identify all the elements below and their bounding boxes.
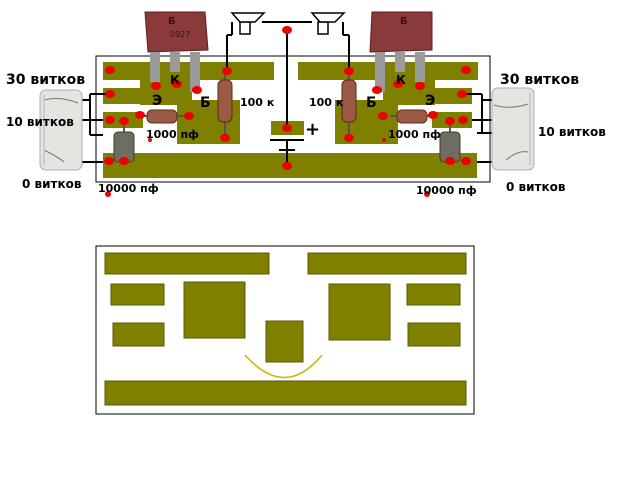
pin-emitter-right-label: Э	[425, 93, 436, 109]
transistor-left-code: 0927	[170, 30, 190, 39]
pin-base-right-label: Б	[366, 95, 377, 111]
pin-collector-left-label: К	[170, 73, 180, 87]
transistor-right-type: Б	[400, 16, 408, 27]
coil-left-10-turns-label: 10 витков	[6, 115, 74, 129]
coil-right-30-turns-label: 30 витков	[500, 72, 580, 88]
pin-collector-right-label: К	[396, 73, 406, 87]
bottom-pad-right-2	[407, 322, 461, 347]
resistor-left-number: 100	[240, 96, 263, 109]
resistor-right-value: 100 к	[309, 97, 343, 108]
top-pads	[103, 62, 478, 178]
coil-right-icon	[491, 87, 535, 171]
coil-right-10-turns-label: 10 витков	[538, 125, 606, 139]
cap-big-right-label: 10000 пф	[416, 184, 477, 197]
bottom-arc	[244, 354, 323, 379]
bottom-pad-center-left	[183, 281, 246, 339]
transistor-left-icon: Б 0927	[144, 11, 209, 92]
resistor-left-unit: к	[266, 96, 275, 109]
bottom-pad-center-right	[328, 283, 391, 341]
cap-small-right-label: 1000 пф	[388, 128, 441, 141]
bottom-pad-top-left	[104, 252, 270, 275]
solder-nodes	[104, 26, 471, 197]
battery-plus-sign: +	[305, 119, 320, 140]
cap-small-left-label: 1000 пф	[146, 128, 199, 141]
resistor-right-number: 100	[309, 96, 332, 109]
coil-left-30-turns-label: 30 витков	[6, 72, 86, 88]
bottom-pad-right-1	[406, 283, 461, 306]
pin-emitter-left-label: Э	[152, 93, 163, 109]
bottom-pad-left-1	[110, 283, 165, 306]
transistor-left-type: Б	[168, 16, 176, 27]
bottom-pad-top-right	[307, 252, 467, 275]
capacitor-right-icon	[439, 124, 461, 165]
cap-big-left-label: 10000 пф	[98, 182, 159, 195]
speaker-right-icon	[310, 12, 346, 35]
top-board: Б 0927 Б	[39, 11, 535, 197]
transistor-right-icon: Б	[369, 11, 433, 92]
bottom-pad-center	[265, 320, 304, 363]
resistor-emitter-right-icon	[390, 109, 434, 124]
coil-right-0-turns-label: 0 витков	[506, 180, 566, 194]
battery-icon: +	[305, 119, 320, 140]
bottom-pad-left-2	[112, 322, 165, 347]
bottom-pad-rail	[104, 380, 467, 406]
resistor-left-value: 100 к	[240, 97, 274, 108]
coil-left-icon	[39, 89, 83, 171]
pin-base-left-label: Б	[200, 95, 211, 111]
resistor-base-left-icon	[217, 70, 233, 136]
resistor-emitter-left-icon	[140, 109, 184, 124]
resistor-base-right-icon	[341, 70, 357, 136]
pad-top-left	[103, 62, 274, 80]
bottom-board	[95, 245, 475, 415]
resistor-right-unit: к	[335, 96, 344, 109]
pad-top-right	[298, 62, 478, 80]
speaker-left-icon	[230, 12, 266, 35]
coil-left-0-turns-label: 0 витков	[22, 177, 82, 191]
